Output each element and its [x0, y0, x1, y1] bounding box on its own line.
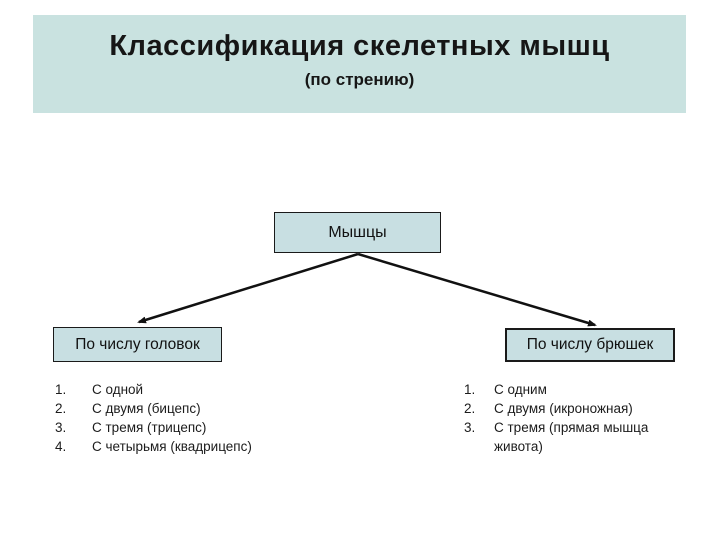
list-item: 4. С четырьмя (квадрицепс) — [55, 437, 295, 456]
list-item: 2. С двумя (бицепс) — [55, 399, 295, 418]
item-number: 3. — [55, 420, 67, 435]
title-banner: Классификация скелетных мышц (по стрению… — [33, 15, 686, 113]
item-text: С четырьмя (квадрицепс) — [92, 439, 252, 454]
right-numbered-list: 1. С одним 2. С двумя (икроножная) 3. С … — [464, 380, 674, 456]
item-number: 4. — [55, 439, 67, 454]
left-category-box: По числу головок — [53, 327, 222, 362]
item-number: 3. — [464, 420, 476, 435]
list-item: 3. С тремя (трицепс) — [55, 418, 295, 437]
list-item: 1. С одним — [464, 380, 674, 399]
list-item: 3. С тремя (прямая мышца живота) — [464, 418, 674, 456]
list-item: 1. С одной — [55, 380, 295, 399]
item-text: С одним — [494, 382, 547, 397]
item-text: С двумя (бицепс) — [92, 401, 201, 416]
item-text: С тремя (трицепс) — [92, 420, 207, 435]
root-node-muscles: Мышцы — [274, 212, 441, 253]
slide-subtitle: (по стрению) — [304, 70, 415, 89]
item-number: 1. — [464, 382, 476, 397]
item-text: С двумя (икроножная) — [494, 401, 633, 416]
arrow-to-right-box — [357, 252, 597, 327]
item-text: С одной — [92, 382, 144, 397]
item-number: 2. — [464, 401, 476, 416]
item-text: С тремя (прямая мышца живота) — [494, 420, 649, 454]
left-numbered-list: 1. С одной 2. С двумя (бицепс) 3. С трем… — [55, 380, 295, 456]
right-category-box: По числу брюшек — [505, 328, 675, 362]
arrow-to-left-box — [137, 252, 359, 324]
list-item: 2. С двумя (икроножная) — [464, 399, 674, 418]
slide-title: Классификация скелетных мышц — [109, 30, 610, 62]
item-number: 2. — [55, 401, 67, 416]
item-number: 1. — [55, 382, 67, 397]
